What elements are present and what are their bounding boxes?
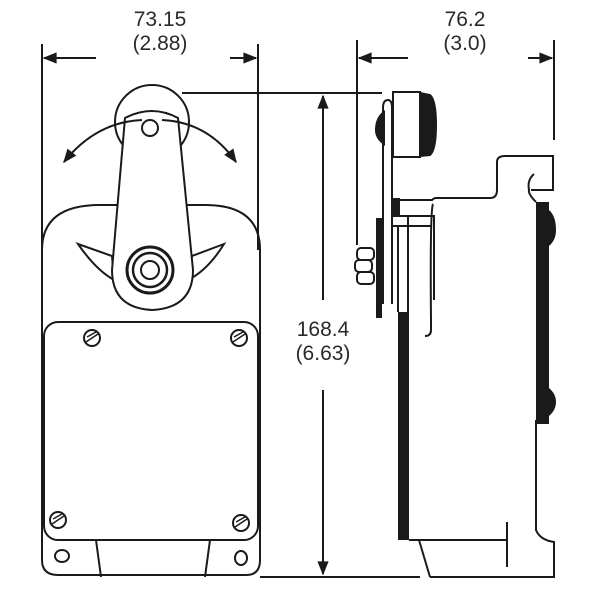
width-dimension-lines [41, 44, 259, 250]
width-dimension-label: 73.15 (2.88) [110, 8, 210, 56]
depth-dimension-label: 76.2 (3.0) [415, 8, 515, 56]
cover-screws [49, 329, 250, 532]
height-mm: 168.4 [296, 318, 350, 341]
height-in: (6.63) [295, 342, 351, 365]
height-dimension-label: 168.4 (6.63) [278, 318, 368, 366]
depth-mm: 76.2 [444, 8, 486, 31]
width-in: (2.88) [132, 32, 188, 55]
side-view [354, 91, 556, 578]
height-dimension-lines [182, 92, 420, 578]
depth-in: (3.0) [443, 32, 487, 55]
width-mm: 73.15 [133, 8, 187, 31]
depth-dimension-lines [356, 40, 555, 245]
front-view [41, 84, 261, 578]
